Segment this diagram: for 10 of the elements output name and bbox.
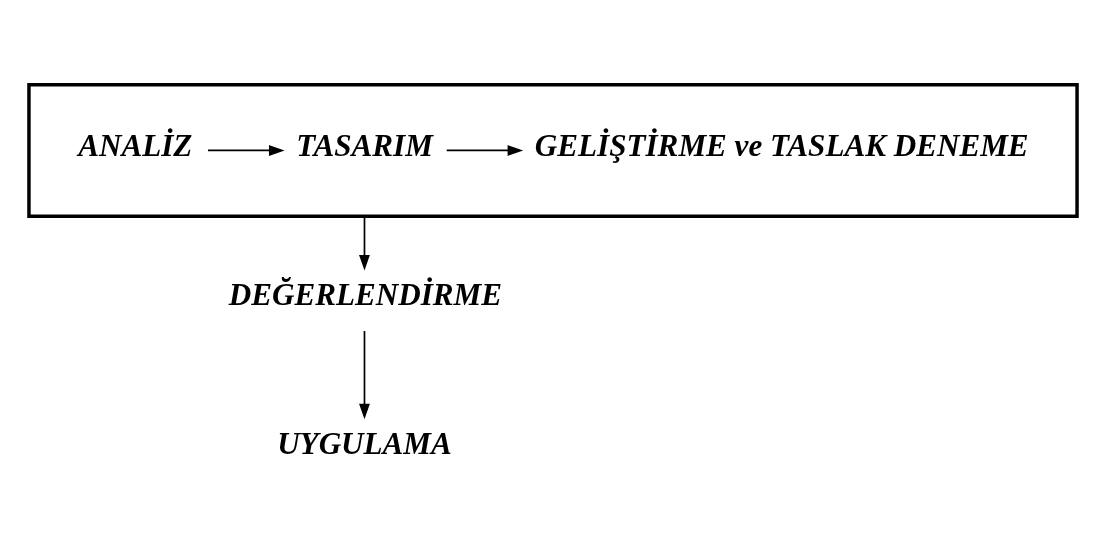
node-text: DEĞERLENDİRME bbox=[228, 277, 502, 313]
arrow bbox=[359, 330, 370, 420]
node-text: GELİŞTİRME ve TASLAK DENEME bbox=[534, 128, 1029, 164]
node-text: TASARIM bbox=[296, 128, 433, 164]
node-text: ANALİZ bbox=[78, 128, 193, 164]
arrow bbox=[207, 145, 285, 156]
cluster bbox=[27, 83, 1079, 218]
arrow bbox=[359, 215, 370, 271]
node-text: UYGULAMA bbox=[277, 425, 452, 461]
arrow bbox=[445, 145, 524, 156]
